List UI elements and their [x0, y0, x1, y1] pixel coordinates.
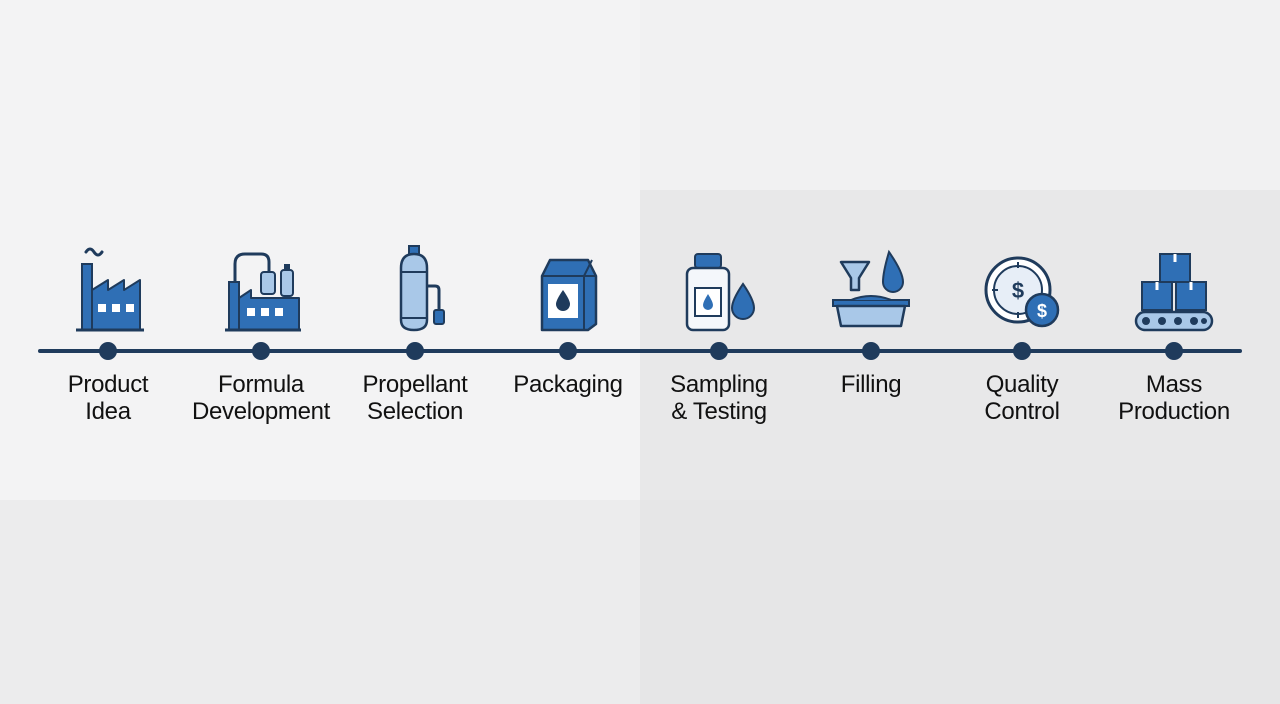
- factory-icon: [68, 238, 148, 334]
- timeline-dot: [1165, 342, 1183, 360]
- timeline-dot: [1013, 342, 1031, 360]
- funnel-tray-icon: [831, 238, 911, 334]
- step-label-line: Control: [984, 398, 1060, 425]
- step-label: Mass Production: [1089, 371, 1259, 425]
- step-filling: Filling: [786, 0, 956, 704]
- bottle-drop-icon: [679, 238, 759, 334]
- conveyor-boxes-icon: [1134, 238, 1214, 334]
- svg-text:$: $: [1012, 278, 1024, 303]
- step-mass-production: Mass Production: [1089, 0, 1259, 704]
- gas-cylinder-icon: [375, 238, 455, 334]
- step-propellant-selection: Propellant Selection: [330, 0, 500, 704]
- step-label: Filling: [786, 371, 956, 398]
- factory-tanks-icon: [221, 238, 301, 334]
- background-panel-bottom-left: [0, 500, 640, 704]
- step-label-line: Idea: [85, 398, 131, 425]
- svg-text:$: $: [1037, 301, 1047, 321]
- step-label-line: Production: [1118, 398, 1230, 425]
- milk-carton-icon: [528, 238, 608, 334]
- step-label-line: Propellant: [362, 371, 468, 398]
- background-panel-top-left: [0, 0, 640, 500]
- step-label-line: Product: [67, 371, 149, 398]
- step-sampling-testing: Sampling & Testing: [634, 0, 804, 704]
- step-label: Propellant Selection: [330, 371, 500, 425]
- step-label-line: Sampling: [670, 371, 768, 398]
- timeline-dot: [710, 342, 728, 360]
- step-formula-development: Formula Development: [176, 0, 346, 704]
- step-label-line: & Testing: [671, 398, 767, 425]
- timeline-dot: [406, 342, 424, 360]
- step-label-line: Quality: [985, 371, 1059, 398]
- step-label-line: Formula: [218, 371, 304, 398]
- timeline-dot: [862, 342, 880, 360]
- step-label: Quality Control: [937, 371, 1107, 425]
- timeline-dot: [559, 342, 577, 360]
- step-label: Sampling & Testing: [634, 371, 804, 425]
- step-label-line: Filling: [840, 371, 902, 398]
- timeline-dot: [252, 342, 270, 360]
- timeline-dot: [99, 342, 117, 360]
- step-label: Packaging: [483, 371, 653, 398]
- step-product-idea: Product Idea: [23, 0, 193, 704]
- step-label-line: Packaging: [513, 371, 623, 398]
- step-label-line: Selection: [366, 398, 464, 425]
- step-packaging: Packaging: [483, 0, 653, 704]
- background-panel-top-right: [640, 0, 1280, 190]
- step-label-line: Mass: [1145, 371, 1203, 398]
- step-label: Product Idea: [23, 371, 193, 425]
- step-label: Formula Development: [176, 371, 346, 425]
- step-label-line: Development: [191, 398, 331, 425]
- step-quality-control: $ $ Quality Control: [937, 0, 1107, 704]
- timeline-line: [38, 349, 1242, 353]
- background-panel-bottom-right: [640, 500, 1280, 704]
- dial-coin-icon: $ $: [982, 238, 1062, 334]
